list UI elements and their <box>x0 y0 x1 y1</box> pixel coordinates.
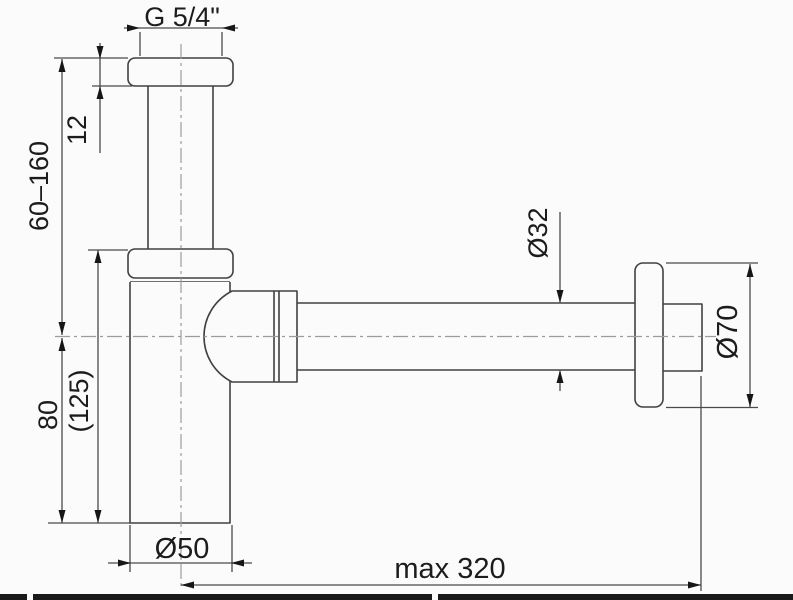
siphon-outline <box>127 57 703 524</box>
dim-cup-diameter <box>108 525 252 572</box>
inlet-tube <box>147 86 214 249</box>
label-thread-size: G 5/4" <box>144 2 220 32</box>
label-pipe-diameter: Ø32 <box>523 207 553 258</box>
label-cup-diameter: Ø50 <box>155 533 210 565</box>
label-body-height: (125) <box>64 369 94 432</box>
label-adjustable-height: 60–160 <box>24 141 54 231</box>
dim-max-length <box>181 376 702 591</box>
centerlines <box>55 44 716 590</box>
label-axis-to-bottom: 80 <box>33 400 63 430</box>
dimension-arrowheads <box>58 24 754 589</box>
wall-pipe-stub <box>663 303 703 372</box>
bottom-frame-bar <box>0 594 793 600</box>
outlet-pipe <box>297 302 635 371</box>
label-nut-height: 12 <box>62 115 92 145</box>
dimension-graphics <box>48 27 758 591</box>
dim-rosette-diameter <box>666 262 758 409</box>
dim-thread <box>124 27 238 56</box>
label-rosette-diameter: Ø70 <box>712 305 744 360</box>
label-max-length: max 320 <box>394 553 505 585</box>
wall-rosette <box>634 262 664 408</box>
